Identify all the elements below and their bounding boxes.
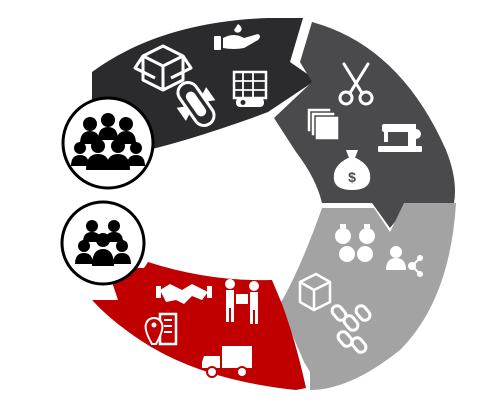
- package-icon: [298, 272, 332, 312]
- sanitary-pad-icon: [176, 81, 216, 127]
- network-people-icon: [386, 246, 423, 277]
- community-small: [60, 200, 146, 286]
- segment-scaling: [280, 203, 456, 390]
- money-bags-icon: [335, 224, 375, 262]
- segment-distribution: [92, 262, 306, 390]
- segment-distribution-shape: [92, 262, 306, 390]
- svg-text:$: $: [348, 169, 356, 185]
- box-icon: [133, 44, 193, 92]
- sewing-machine-icon: [378, 124, 422, 152]
- segment-sourcing: [92, 18, 316, 150]
- handshake-icon: [156, 284, 212, 304]
- delivery-truck-icon: [202, 346, 252, 378]
- money-bag-icon: $: [333, 150, 371, 190]
- segment-scaling-shape: [280, 203, 456, 390]
- hand-giving-icon: [214, 24, 260, 50]
- fabric-roll-icon: [232, 70, 268, 107]
- segment-production-shape: [274, 22, 455, 228]
- scissors-icon: [338, 62, 374, 106]
- community-large: [61, 96, 155, 190]
- chain-links-icon: [330, 304, 372, 354]
- people-group-icon: [75, 220, 131, 266]
- delivery-person-icon: [225, 279, 259, 324]
- segment-sourcing-shape: [92, 18, 316, 150]
- cloth-stack-icon: [306, 107, 340, 141]
- segment-production: $: [274, 22, 455, 228]
- people-group-icon: [71, 113, 145, 170]
- location-building-icon: [144, 312, 178, 346]
